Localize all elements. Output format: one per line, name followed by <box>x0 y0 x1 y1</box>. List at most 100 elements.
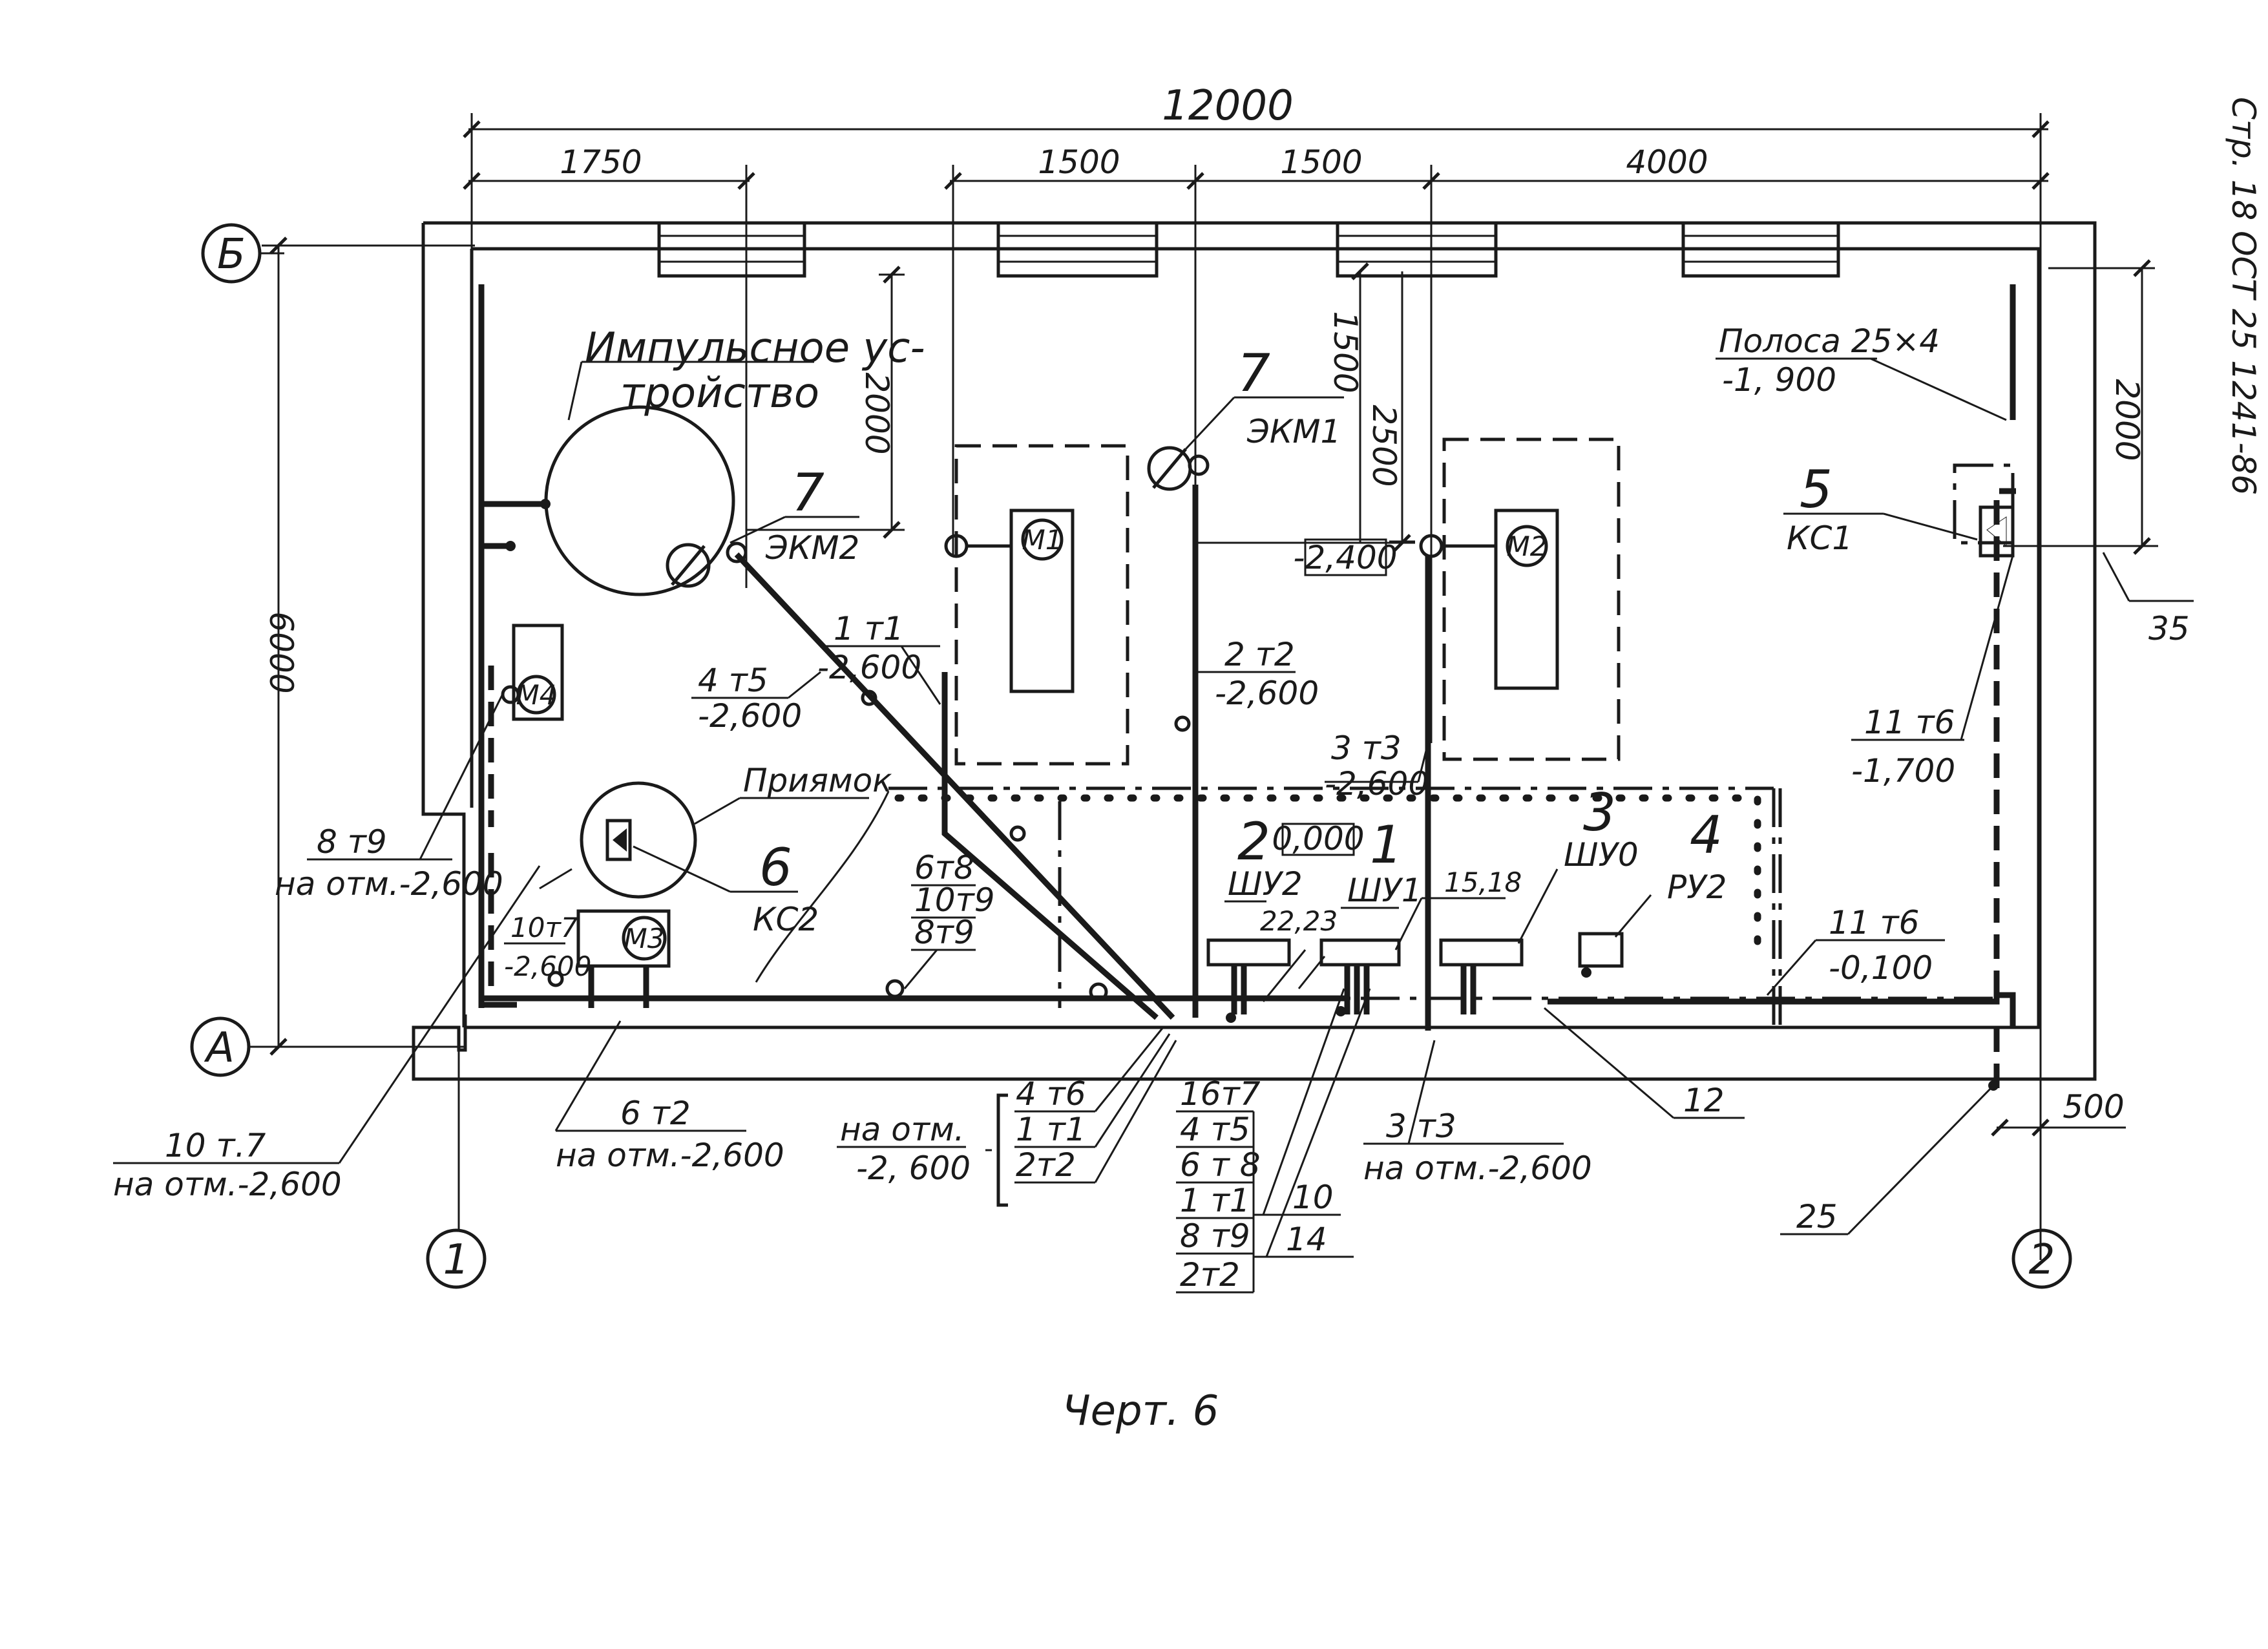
svg-text:5: 5 <box>1800 459 1832 520</box>
svg-text:-2,600: -2,600 <box>504 951 591 982</box>
svg-text:8 т9: 8 т9 <box>1180 1217 1250 1255</box>
svg-text:10т7: 10т7 <box>510 912 578 943</box>
svg-text:3: 3 <box>1583 782 1616 843</box>
svg-text:РУ2: РУ2 <box>1667 868 1727 906</box>
svg-text:М1: М1 <box>1022 524 1063 556</box>
svg-text:15,18: 15,18 <box>1444 867 1522 898</box>
axis-markers: Б А 1 2 <box>190 223 2072 1289</box>
svg-text:11 т6: 11 т6 <box>1829 904 1919 941</box>
svg-text:-2,600: -2,600 <box>1215 675 1319 712</box>
svg-text:2т2: 2т2 <box>1016 1146 1076 1184</box>
svg-text:14: 14 <box>1286 1221 1327 1258</box>
dim-2500-v: 2500 <box>1365 404 1403 487</box>
elevation-marks: -2,400 0,000 <box>1272 538 1398 857</box>
svg-text:ЭКМ1: ЭКМ1 <box>1246 413 1341 450</box>
svg-text:-2, 600: -2, 600 <box>856 1150 971 1187</box>
dim-6000: 6000 <box>262 611 300 693</box>
svg-text:7: 7 <box>1237 343 1270 403</box>
sheet-stamp: Стр. 18 ОСТ 25 1241-86 <box>2225 97 2262 495</box>
svg-text:на отм.-2,600: на отм.-2,600 <box>275 865 503 903</box>
svg-text:8 т9: 8 т9 <box>317 823 387 861</box>
distribution-box-ru2: 4 РУ2 <box>1578 805 1727 968</box>
window-2 <box>996 221 1159 278</box>
axis-a: А <box>190 1016 275 1077</box>
svg-text:4: 4 <box>1690 805 1723 865</box>
dim-500: 500 <box>2063 1088 2124 1126</box>
control-cabinet-shu1: 1 ШУ1 <box>1319 815 1422 1014</box>
svg-text:-2,600: -2,600 <box>1325 765 1429 803</box>
dim-1500-a: 1500 <box>1038 143 1120 181</box>
svg-text:11 т6: 11 т6 <box>1864 704 1955 741</box>
impulse-device: Импульсное ус- тройство <box>544 324 925 596</box>
svg-text:2: 2 <box>1237 812 1270 872</box>
svg-text:10т9: 10т9 <box>914 881 995 919</box>
dimension-texts: 12000 1750 1500 1500 4000 6000 2000 1500… <box>262 82 2146 1126</box>
dim-1500-v: 1500 <box>1327 311 1364 393</box>
cable-labels: Полоса 25×4 -1, 900 35 11 т6 -1,700 11 т… <box>113 322 2190 1294</box>
drawing-caption: Черт. 6 <box>1062 1387 1219 1435</box>
svg-text:2: 2 <box>2029 1236 2055 1284</box>
svg-text:6 т 8: 6 т 8 <box>1180 1146 1261 1184</box>
svg-text:на отм.: на отм. <box>840 1111 965 1148</box>
svg-text:-1,700: -1,700 <box>1851 752 1955 790</box>
svg-text:22,23: 22,23 <box>1260 905 1338 937</box>
motor-m3: М3 <box>576 909 671 1008</box>
svg-text:7: 7 <box>792 463 824 523</box>
axis-2: 2 <box>2011 1228 2072 1289</box>
svg-text:12: 12 <box>1683 1082 1725 1119</box>
pit-ks2: Приямок 6 КС2 <box>580 762 892 938</box>
svg-text:Приямок: Приямок <box>743 762 892 799</box>
pressure-gauge-ekm1: 7 ЭКМ1 <box>1147 343 1344 491</box>
dim-2000-left: 2000 <box>858 372 896 454</box>
svg-text:6: 6 <box>759 837 792 898</box>
equipment-foundations <box>504 437 2015 1027</box>
callouts <box>113 357 2194 1294</box>
svg-text:10 т.7: 10 т.7 <box>165 1127 266 1164</box>
svg-text:-0,100: -0,100 <box>1829 949 1933 987</box>
svg-text:1: 1 <box>443 1236 470 1284</box>
svg-text:М2: М2 <box>1507 530 1548 562</box>
svg-text:2т2: 2т2 <box>1180 1256 1240 1294</box>
svg-text:М4: М4 <box>516 679 557 711</box>
svg-text:3 т3: 3 т3 <box>1386 1108 1456 1145</box>
dim-2000-right: 2000 <box>2108 379 2146 461</box>
svg-text:4 т6: 4 т6 <box>1016 1075 1086 1113</box>
motor-m4: М4 <box>512 624 564 721</box>
window-4 <box>1681 221 1840 278</box>
svg-text:25: 25 <box>1796 1198 1838 1235</box>
svg-text:1 т1: 1 т1 <box>834 610 904 647</box>
svg-text:-2,600: -2,600 <box>817 649 921 686</box>
svg-text:3 т3: 3 т3 <box>1331 730 1402 767</box>
svg-text:М3: М3 <box>624 923 665 954</box>
svg-text:4 т5: 4 т5 <box>1180 1111 1250 1148</box>
window-3 <box>1336 221 1498 278</box>
svg-text:1 т1: 1 т1 <box>1016 1111 1086 1148</box>
building-walls <box>412 221 2097 1081</box>
svg-text:Полоса 25×4: Полоса 25×4 <box>1719 322 1940 360</box>
svg-text:КС2: КС2 <box>753 901 819 938</box>
pressure-gauge-ekm2: 7 ЭКМ2 <box>666 463 859 588</box>
svg-text:6т8: 6т8 <box>914 849 974 887</box>
svg-text:ЭКМ2: ЭКМ2 <box>765 529 859 567</box>
svg-text:35: 35 <box>2148 610 2190 647</box>
svg-text:4 т5: 4 т5 <box>698 662 768 699</box>
svg-text:ШУ2: ШУ2 <box>1228 865 1303 903</box>
motor-m2: М2 <box>1419 509 1559 690</box>
svg-text:1: 1 <box>1370 815 1403 875</box>
svg-text:8т9: 8т9 <box>914 914 974 951</box>
dim-1750: 1750 <box>560 143 642 181</box>
connection-points <box>501 499 1999 1091</box>
motor-m1: М1 <box>944 509 1075 693</box>
dim-12000: 12000 <box>1162 82 1294 130</box>
svg-text:ШУ1: ШУ1 <box>1347 872 1422 909</box>
svg-text:1 т1: 1 т1 <box>1180 1182 1250 1219</box>
svg-text:16т7: 16т7 <box>1180 1075 1261 1113</box>
svg-text:КС1: КС1 <box>1787 520 1853 557</box>
svg-text:10: 10 <box>1292 1179 1334 1216</box>
svg-text:А: А <box>204 1024 235 1072</box>
svg-text:0,000: 0,000 <box>1272 820 1364 857</box>
window-1 <box>657 221 806 278</box>
svg-text:-2,400: -2,400 <box>1293 539 1397 576</box>
svg-text:на отм.-2,600: на отм.-2,600 <box>1363 1150 1592 1187</box>
